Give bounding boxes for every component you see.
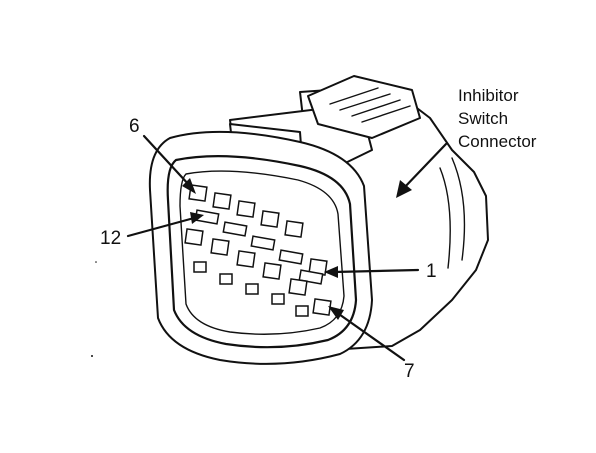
latch-rib-1 [329, 87, 379, 105]
cavity-9 [262, 262, 282, 280]
cavity-4 [236, 200, 256, 218]
cavity-7 [312, 298, 332, 316]
cavity-8 [288, 278, 308, 296]
face-frame-outer [166, 155, 358, 349]
pin-1-arrowhead-icon [324, 266, 338, 278]
speck-1 [91, 355, 93, 357]
divider-b [222, 221, 248, 237]
connector-name-line1: Inhibitor [458, 86, 519, 105]
divider-c [250, 235, 276, 251]
cavity-small-3 [245, 283, 259, 295]
pin-label-12: 12 [100, 228, 121, 249]
boot-ridge-2 [439, 167, 451, 269]
speck-2 [95, 261, 97, 263]
cavity-2 [284, 220, 304, 238]
connector-name-line3: Connector [458, 132, 537, 151]
latch-rib-3 [351, 99, 401, 117]
pin-6-leader [142, 134, 192, 188]
connector-name-line2: Switch [458, 109, 508, 128]
connector-callout: Inhibitor Switch Connector [396, 86, 537, 198]
pin-label-6: 6 [129, 116, 140, 137]
connector-leader [400, 142, 448, 192]
pin-label-7: 7 [404, 361, 415, 382]
latch-rib-4 [361, 105, 411, 123]
cavity-small-5 [295, 305, 309, 317]
pin-7-arrowhead-icon [328, 306, 344, 320]
pin-12-leader [126, 216, 196, 238]
divider-d [278, 249, 304, 265]
cavity-11 [210, 238, 230, 256]
boot-ridge-1 [451, 157, 466, 261]
cavity-3 [260, 210, 280, 228]
face-frame-inner [179, 170, 345, 335]
pin-7-leader [334, 310, 406, 362]
cavity-small-2 [219, 273, 233, 285]
latch-block [307, 75, 421, 139]
pin-label-1: 1 [426, 261, 437, 282]
connector-arrowhead-icon [396, 180, 412, 198]
cavity-12 [184, 228, 204, 246]
cavity-small-1 [193, 261, 207, 273]
pin-6-arrowhead-icon [182, 178, 196, 194]
cavity-10 [236, 250, 256, 268]
cavity-small-4 [271, 293, 285, 305]
pin-12-arrowhead-icon [190, 212, 204, 224]
cavity-5 [212, 192, 232, 210]
pin-callouts: 6 12 1 7 [100, 116, 437, 382]
pin-1-leader [332, 268, 420, 274]
latch-rib-2 [339, 93, 391, 111]
